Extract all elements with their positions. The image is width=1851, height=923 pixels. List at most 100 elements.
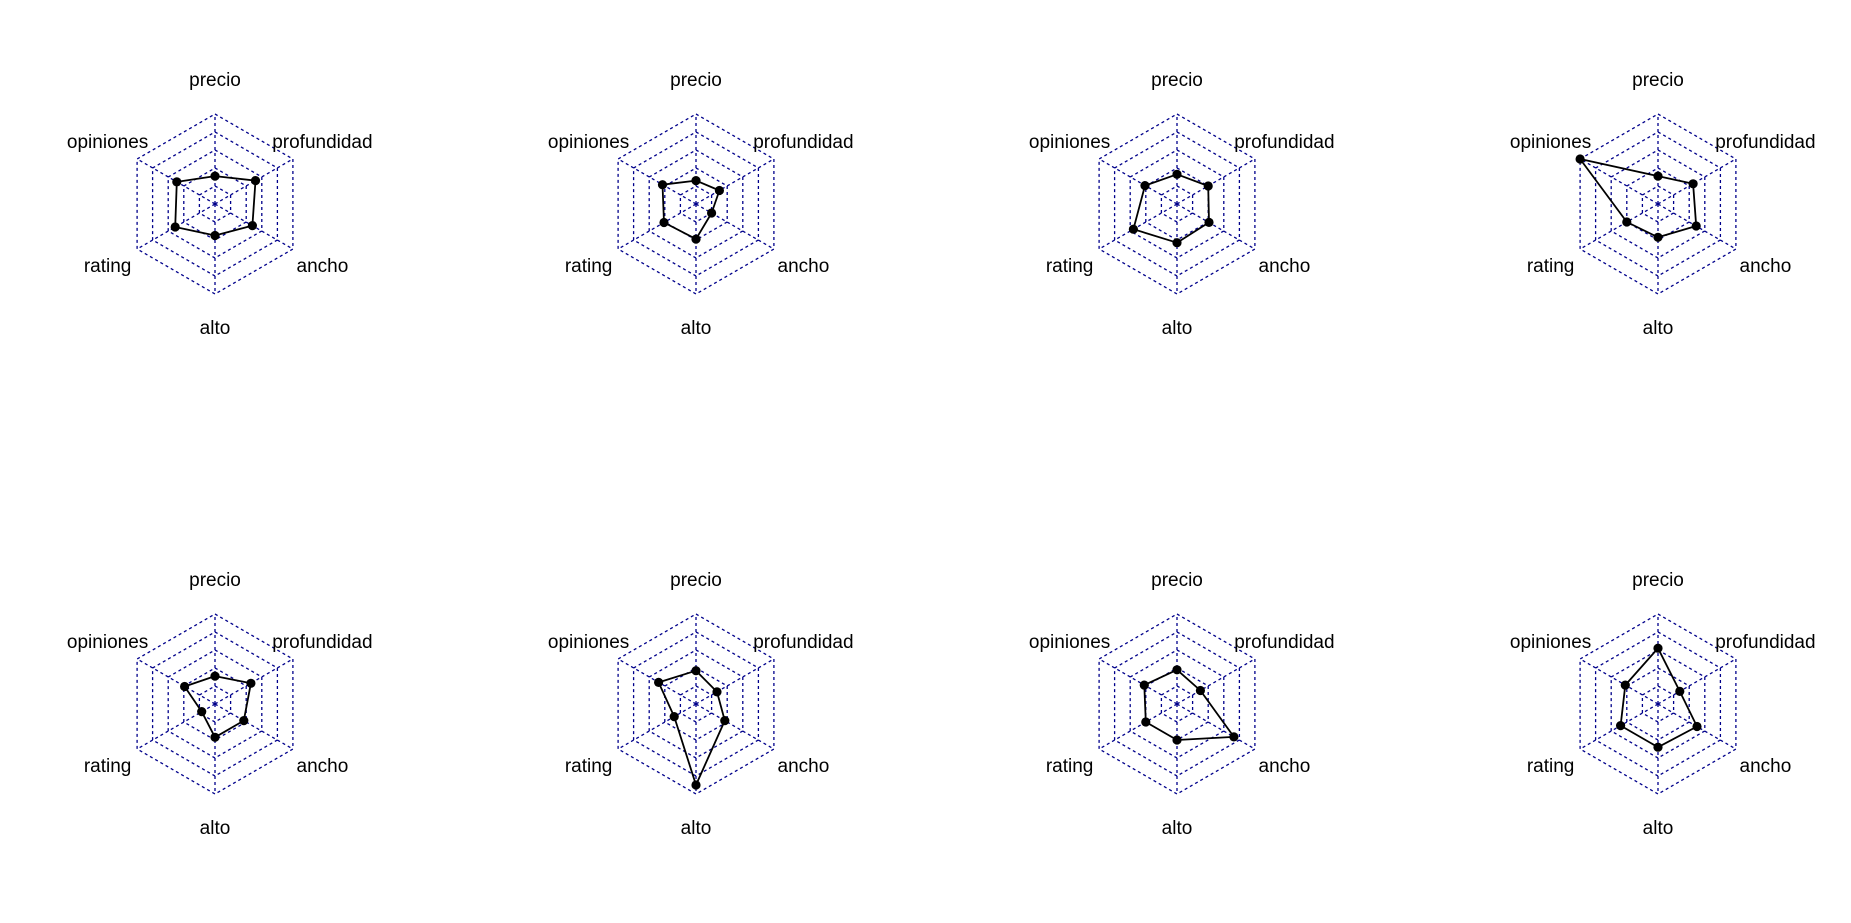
grid-spoke-profundidad xyxy=(1657,658,1737,705)
data-point-ancho xyxy=(720,716,730,726)
axis-label-profundidad: profundidad xyxy=(272,632,372,653)
data-point-ancho xyxy=(247,221,257,231)
data-point-profundidad xyxy=(712,687,722,697)
data-point-profundidad xyxy=(1688,179,1698,189)
axis-label-rating: rating xyxy=(1046,256,1094,277)
data-point-profundidad xyxy=(250,176,261,186)
axis-label-rating: rating xyxy=(84,256,132,277)
axis-label-alto: alto xyxy=(1643,818,1674,839)
axis-label-rating: rating xyxy=(1527,256,1575,277)
axis-label-profundidad: profundidad xyxy=(753,632,853,653)
axis-label-ancho: ancho xyxy=(1740,256,1792,277)
axis-label-rating: rating xyxy=(565,256,613,277)
data-point-opiniones xyxy=(1620,680,1630,690)
data-point-opiniones xyxy=(172,177,182,187)
grid-spoke-opiniones xyxy=(1098,658,1178,705)
axis-label-ancho: ancho xyxy=(1740,756,1792,777)
series-line xyxy=(1619,647,1698,749)
grid-spoke-opiniones xyxy=(1098,158,1178,205)
axis-label-profundidad: profundidad xyxy=(753,132,853,153)
data-point-rating xyxy=(1128,224,1138,234)
grid-spoke-rating xyxy=(1098,703,1178,750)
axis-label-ancho: ancho xyxy=(778,756,830,777)
data-point-precio xyxy=(1172,169,1182,179)
grid-spoke-opiniones xyxy=(1579,158,1659,205)
axis-label-alto: alto xyxy=(1643,318,1674,339)
grid-spoke-opiniones xyxy=(617,158,697,205)
data-point-opiniones xyxy=(1140,181,1150,191)
data-point-precio xyxy=(210,671,220,681)
data-point-rating xyxy=(1622,217,1632,227)
data-point-alto xyxy=(1172,735,1182,745)
axis-label-opiniones: opiniones xyxy=(1510,632,1591,653)
radar-panel-7: precioprofundidadanchoaltoratingopinione… xyxy=(1029,570,1335,839)
data-point-ancho xyxy=(1229,732,1239,742)
data-point-alto xyxy=(210,230,220,241)
radar-panel-3: precio profundidad ancho alto rating opinione… xyxy=(1029,70,1335,339)
axis-label-ancho: ancho xyxy=(778,256,830,277)
data-point-precio xyxy=(210,171,220,181)
grid-spoke-opiniones xyxy=(1579,658,1659,705)
data-point-opiniones xyxy=(654,677,664,688)
radar-panel-6: precioprofundidadanchoaltoratingopinione… xyxy=(548,570,854,839)
axis-label-opiniones: opiniones xyxy=(67,632,148,653)
radar-panel-2: precio profundidad ancho alto rating opinione… xyxy=(548,70,854,339)
data-point-ancho xyxy=(1204,217,1214,227)
data-point-precio xyxy=(1653,171,1663,181)
grid-spoke-profundidad xyxy=(695,158,775,205)
data-point-ancho xyxy=(239,716,249,726)
axis-label-profundidad: profundidad xyxy=(1234,632,1334,653)
axis-label-rating: rating xyxy=(1527,756,1575,777)
axis-label-precio: precio xyxy=(670,70,722,91)
data-point-alto xyxy=(1172,238,1182,248)
radar-panel-1: precioprofundidadanchoaltoratingopinione… xyxy=(67,70,373,339)
axis-label-opiniones: opiniones xyxy=(548,632,629,653)
axis-label-profundidad: profundidad xyxy=(272,132,372,153)
axis-label-opiniones: opiniones xyxy=(1029,132,1110,153)
radar-panel-5: precioprofundidadanchoaltoratingopinione… xyxy=(67,570,373,839)
data-point-ancho xyxy=(1691,221,1701,231)
axis-label-precio: precio xyxy=(1151,70,1203,91)
data-point-opiniones xyxy=(180,681,190,692)
axis-label-opiniones: opiniones xyxy=(1029,632,1110,653)
data-point-rating xyxy=(1616,721,1626,731)
data-point-profundidad xyxy=(1203,181,1213,191)
data-point-alto xyxy=(691,780,701,790)
axis-label-alto: alto xyxy=(200,318,231,339)
axis-label-alto: alto xyxy=(200,818,231,839)
data-point-profundidad xyxy=(246,678,256,688)
data-point-opiniones xyxy=(1139,680,1149,690)
data-point-rating xyxy=(170,222,180,232)
series-line xyxy=(183,675,252,739)
axis-label-alto: alto xyxy=(681,318,712,339)
axis-label-profundidad: profundidad xyxy=(1234,132,1334,153)
axis-label-alto: alto xyxy=(1162,318,1193,339)
data-point-opiniones xyxy=(657,180,668,190)
axis-label-profundidad: profundidad xyxy=(1715,132,1815,153)
axis-label-precio: precio xyxy=(1151,570,1203,591)
axis-label-opiniones: opiniones xyxy=(548,132,629,153)
data-point-alto xyxy=(210,732,220,742)
data-point-ancho xyxy=(1692,721,1702,732)
axis-label-precio: precio xyxy=(189,70,241,91)
grid-spoke-rating xyxy=(1098,203,1178,250)
data-point-rating xyxy=(669,712,679,722)
axis-label-opiniones: opiniones xyxy=(1510,132,1591,153)
grid-spoke-profundidad xyxy=(1176,658,1256,705)
grid-spoke-profundidad xyxy=(695,658,775,705)
grid-spoke-ancho xyxy=(695,703,775,750)
data-point-precio xyxy=(691,176,701,186)
axis-label-rating: rating xyxy=(1046,756,1094,777)
axis-label-rating: rating xyxy=(84,756,132,777)
data-point-profundidad xyxy=(1675,686,1685,697)
axis-label-ancho: ancho xyxy=(1259,256,1311,277)
grid-spoke-ancho xyxy=(1176,203,1256,250)
axis-label-profundidad: profundidad xyxy=(1715,632,1815,653)
data-point-alto xyxy=(1653,232,1663,242)
data-point-precio xyxy=(1172,665,1182,675)
axis-label-ancho: ancho xyxy=(297,756,349,777)
grid-spoke-profundidad xyxy=(1176,158,1256,205)
axis-label-rating: rating xyxy=(565,756,613,777)
radar-panel-4: precioprofundidadanchoaltoratingopinione… xyxy=(1510,70,1816,339)
